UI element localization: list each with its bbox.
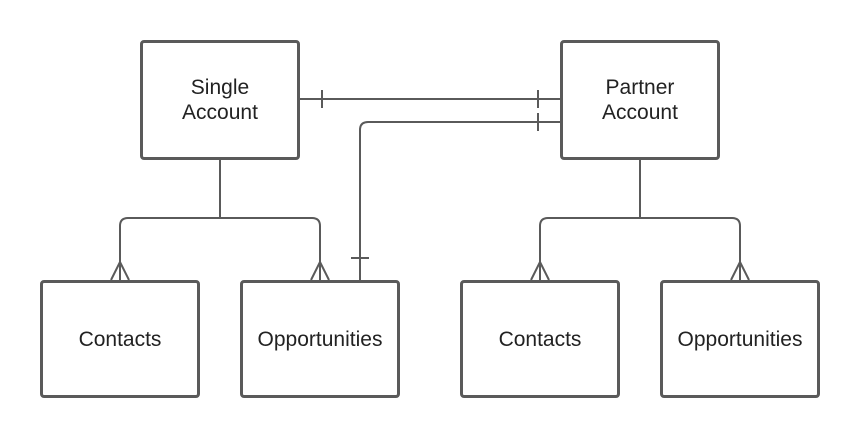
entity-single-account[interactable]: Single Account	[140, 40, 300, 160]
entity-contacts-right[interactable]: Contacts	[460, 280, 620, 398]
relationship-single-account-to-partner-account	[300, 90, 560, 108]
connector-line	[731, 217, 741, 280]
entity-opportunities-left[interactable]: Opportunities	[240, 280, 400, 398]
entity-partner-account[interactable]: Partner Account	[560, 40, 720, 160]
many-marker-contacts-right	[530, 259, 550, 281]
entity-label-line: Account	[602, 101, 678, 124]
connector-line	[311, 217, 321, 280]
entity-label: Opportunities	[258, 327, 383, 352]
entity-label-line: Contacts	[498, 327, 582, 351]
connector-line	[119, 217, 129, 280]
entity-label: Contacts	[79, 327, 162, 352]
entity-label-line: Contacts	[78, 327, 162, 351]
entity-label: Contacts	[499, 327, 582, 352]
entity-label: Partner Account	[602, 75, 678, 125]
entity-label-line: Single	[190, 76, 250, 99]
connector-line	[359, 121, 560, 280]
relationship-single-account-to-children	[110, 160, 330, 281]
connector-line	[539, 217, 549, 280]
entity-contacts-left[interactable]: Contacts	[40, 280, 200, 398]
relationship-partner-account-to-children	[530, 160, 750, 281]
entity-label: Opportunities	[678, 327, 803, 352]
many-marker-opportunities-right	[730, 259, 750, 281]
entity-label-line: Opportunities	[257, 327, 383, 351]
entity-label: Single Account	[182, 75, 258, 125]
entity-label-line: Account	[182, 101, 258, 124]
relationship-opportunities-left-to-partner-account	[351, 113, 560, 280]
many-marker-opportunities-left	[310, 259, 330, 281]
entity-opportunities-right[interactable]: Opportunities	[660, 280, 820, 398]
many-marker-contacts-left	[110, 259, 130, 281]
entity-label-line: Opportunities	[677, 327, 803, 351]
entity-label-line: Partner	[605, 76, 675, 99]
